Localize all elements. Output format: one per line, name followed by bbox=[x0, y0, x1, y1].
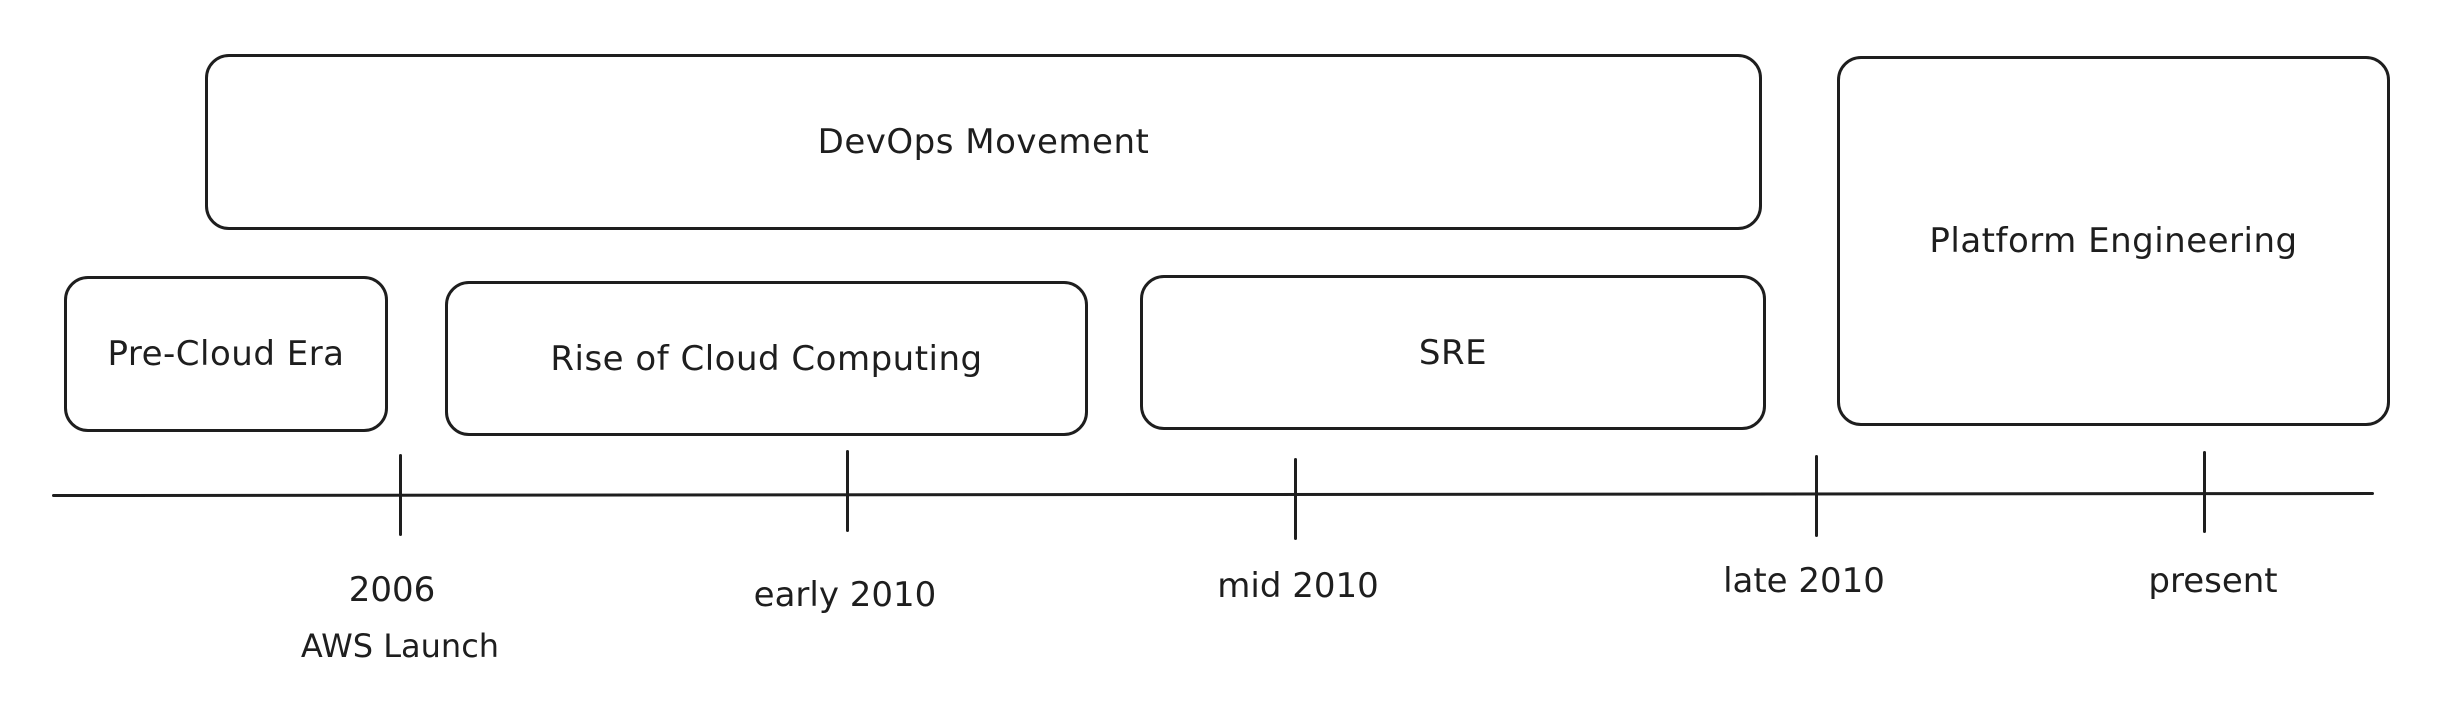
tick-late-2010 bbox=[1815, 455, 1818, 537]
tick-early-2010 bbox=[846, 450, 849, 532]
era-label-devops: DevOps Movement bbox=[817, 122, 1150, 162]
era-box-pre-cloud: Pre-Cloud Era bbox=[64, 276, 388, 432]
tick-label-early-2010: early 2010 bbox=[753, 575, 937, 615]
tick-sublabel-aws-launch: AWS Launch bbox=[300, 627, 500, 665]
era-box-platform-engineering: Platform Engineering bbox=[1837, 56, 2390, 426]
tick-present bbox=[2203, 451, 2206, 533]
tick-mid-2010 bbox=[1294, 458, 1297, 540]
tick-label-late-2010: late 2010 bbox=[1723, 561, 1885, 601]
era-box-rise-of-cloud: Rise of Cloud Computing bbox=[445, 281, 1088, 436]
tick-label-present: present bbox=[2148, 561, 2278, 601]
era-label-sre: SRE bbox=[1418, 332, 1488, 373]
era-label-rise-of-cloud: Rise of Cloud Computing bbox=[550, 338, 983, 379]
era-label-platform-engineering: Platform Engineering bbox=[1929, 221, 2298, 261]
tick-label-mid-2010: mid 2010 bbox=[1217, 566, 1379, 606]
tick-label-2006: 2006 bbox=[348, 570, 436, 610]
tick-2006 bbox=[399, 454, 402, 536]
era-box-sre: SRE bbox=[1140, 275, 1766, 430]
era-box-devops: DevOps Movement bbox=[205, 54, 1762, 230]
era-label-pre-cloud: Pre-Cloud Era bbox=[107, 334, 345, 374]
